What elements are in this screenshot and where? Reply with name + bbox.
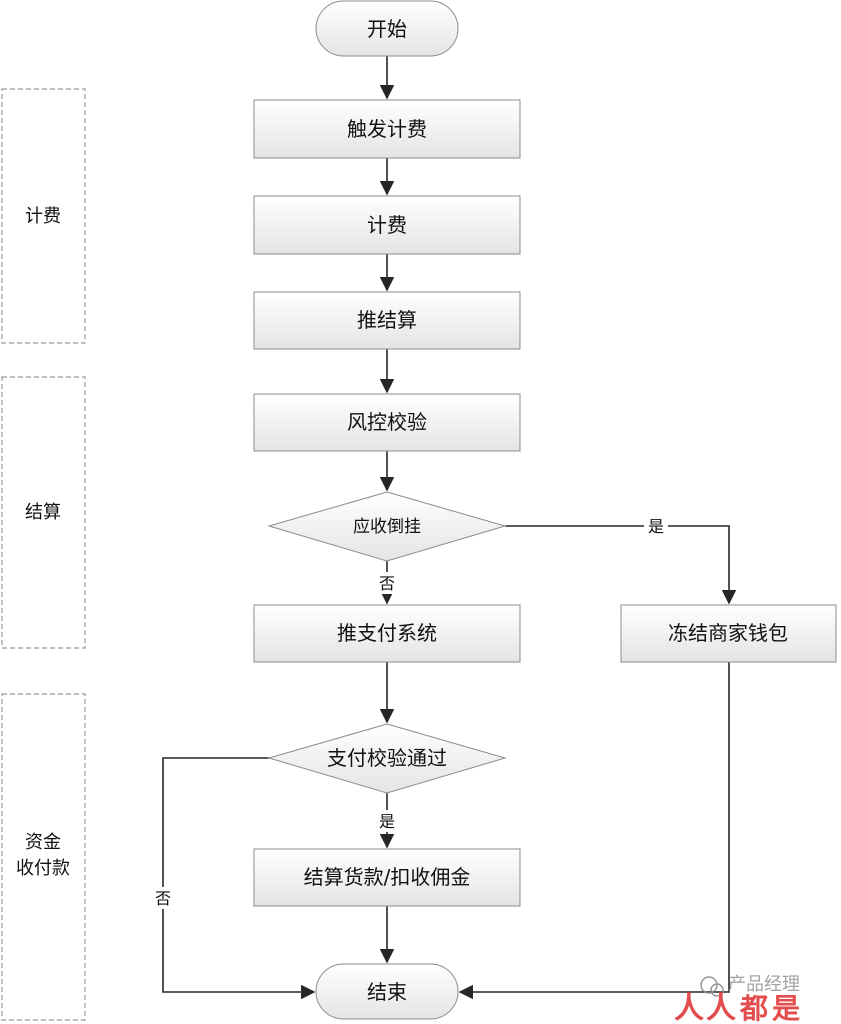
svg-text:应收倒挂: 应收倒挂 — [353, 517, 421, 537]
svg-text:计费: 计费 — [367, 213, 407, 237]
edge-label-hold-no: 否 — [379, 574, 395, 593]
lane-billing-label: 计费 — [25, 206, 61, 227]
node-end: 结束 — [315, 963, 459, 1020]
svg-text:结算货款/扣收佣金: 结算货款/扣收佣金 — [304, 865, 471, 889]
lane-billing: 计费 — [1, 88, 86, 344]
svg-text:触发计费: 触发计费 — [347, 117, 427, 141]
svg-text:结束: 结束 — [367, 980, 407, 1004]
node-receivable-hold: 应收倒挂 — [267, 491, 507, 562]
node-freeze-wallet: 冻结商家钱包 — [620, 604, 837, 663]
watermark-logo-mark-3: 都 — [739, 992, 768, 1024]
edge-hold-yes — [505, 525, 737, 605]
svg-text:推支付系统: 推支付系统 — [337, 621, 437, 645]
edge-pay-no — [162, 757, 316, 1000]
edges — [162, 56, 737, 1000]
node-start: 开始 — [315, 0, 459, 57]
lane-funds: 资金 收付款 — [1, 693, 86, 1021]
lane-funds-label-line2: 收付款 — [16, 858, 70, 879]
edge-freeze-end — [458, 662, 730, 1000]
svg-text:冻结商家钱包: 冻结商家钱包 — [668, 621, 788, 645]
watermark-logo: 产品经理 人 人 都 是 — [674, 974, 800, 1024]
lane-funds-label-line1: 资金 — [25, 832, 61, 853]
node-settle-goods: 结算货款/扣收佣金 — [253, 848, 521, 907]
node-payment-check-passed: 支付校验通过 — [267, 723, 507, 794]
node-push-settlement: 推结算 — [253, 291, 521, 350]
node-trigger-billing: 触发计费 — [253, 99, 521, 159]
watermark-logo-mark: 人 — [674, 991, 704, 1024]
edge-label-hold-yes: 是 — [648, 517, 664, 536]
node-push-payment: 推支付系统 — [253, 604, 521, 663]
edge-label-pay-yes: 是 — [379, 812, 395, 831]
wechat-icon — [700, 976, 724, 997]
lane-settlement: 结算 — [1, 376, 86, 649]
svg-text:风控校验: 风控校验 — [347, 410, 427, 434]
lane-settlement-label: 结算 — [25, 502, 61, 523]
node-billing: 计费 — [253, 195, 521, 255]
svg-text:支付校验通过: 支付校验通过 — [327, 746, 447, 770]
watermark-logo-mark-2: 人 — [706, 991, 736, 1024]
watermark-logo-mark-4: 是 — [772, 992, 800, 1024]
node-risk-check: 风控校验 — [253, 393, 521, 452]
edge-label-pay-no: 否 — [155, 889, 171, 908]
svg-text:开始: 开始 — [367, 17, 407, 41]
watermark-text: 产品经理 — [728, 974, 800, 995]
svg-text:推结算: 推结算 — [357, 308, 417, 332]
